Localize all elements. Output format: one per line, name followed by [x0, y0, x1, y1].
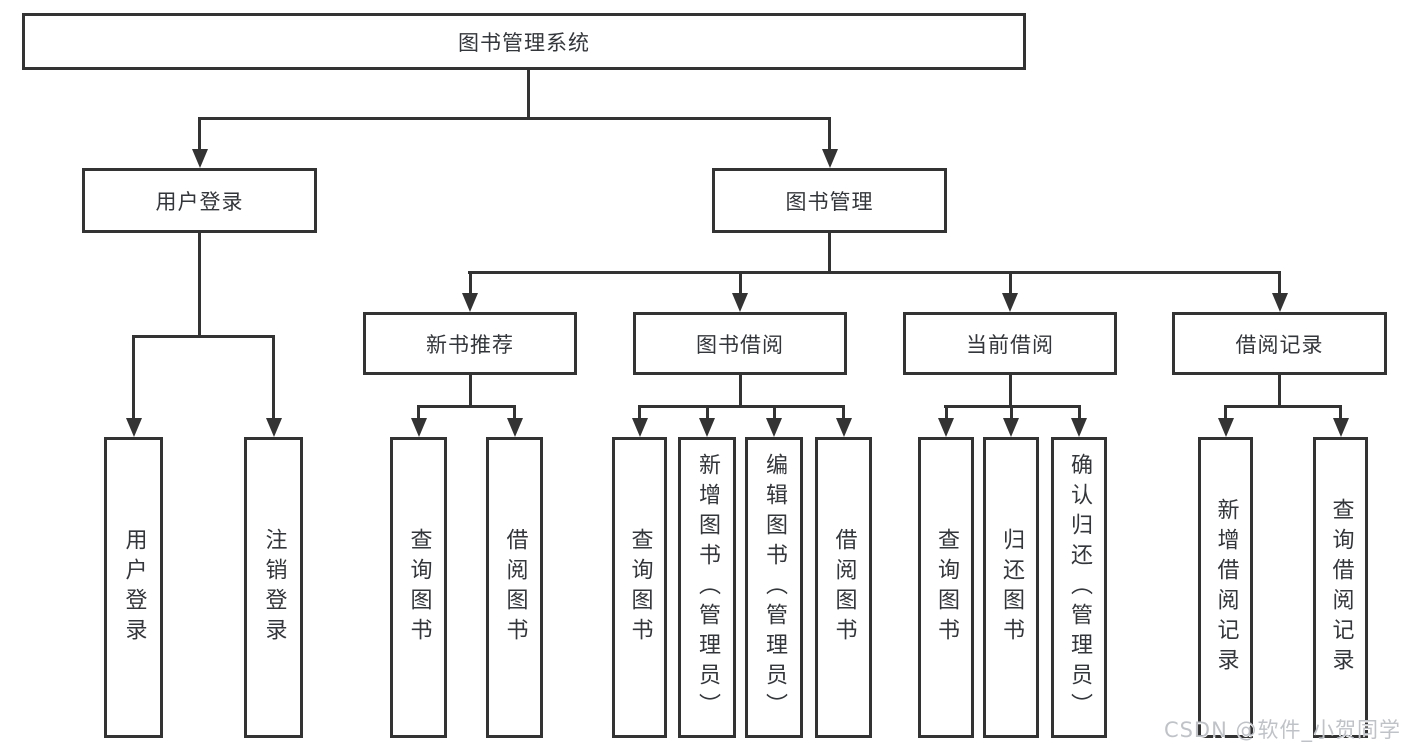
connector-line	[1278, 273, 1281, 296]
connector-line	[828, 233, 831, 274]
connector-arrowhead	[1002, 293, 1018, 312]
connector-arrowhead	[1271, 293, 1288, 312]
connector-arrowhead	[410, 418, 427, 437]
connector-line	[272, 337, 275, 421]
connector-arrowhead	[835, 418, 852, 437]
connector-line	[198, 117, 831, 120]
connector-line	[772, 407, 776, 421]
node-user-login: 用户登录	[82, 168, 317, 233]
node-book-borrowing: 图书借阅	[633, 312, 847, 375]
connector-line	[1224, 405, 1342, 408]
connector-line	[468, 375, 472, 408]
connector-line	[1339, 407, 1342, 421]
node-book-management: 图书管理	[712, 168, 947, 233]
connector-arrowhead	[125, 418, 142, 437]
connector-line	[944, 407, 948, 421]
connector-arrowhead	[1003, 418, 1019, 437]
node-current-borrowing: 当前借阅	[903, 312, 1117, 375]
leaf-br-query-record: 查询借阅记录	[1313, 437, 1368, 738]
connector-line	[132, 337, 135, 421]
connector-line	[132, 335, 275, 338]
leaf-cb-query-books: 查询图书	[918, 437, 974, 738]
leaf-cb-return-books: 归还图书	[983, 437, 1039, 738]
connector-arrowhead	[506, 418, 523, 437]
connector-line	[705, 407, 709, 421]
connector-line	[417, 407, 420, 421]
connector-line	[1008, 375, 1012, 408]
connector-line	[828, 119, 831, 152]
leaf-br-add-record: 新增借阅记录	[1198, 437, 1253, 738]
node-new-book-recommendation: 新书推荐	[363, 312, 577, 375]
connector-arrowhead	[191, 149, 208, 168]
connector-arrowhead	[631, 418, 648, 437]
connector-arrowhead	[699, 418, 715, 437]
connector-line	[527, 70, 530, 119]
leaf-cb-confirm-return-admin: 确认归还（管理员）	[1051, 437, 1107, 738]
connector-line	[638, 407, 641, 421]
connector-line	[198, 119, 201, 152]
leaf-bb-add-book-admin: 新增图书（管理员）	[678, 437, 736, 738]
connector-line	[842, 407, 845, 421]
connector-line	[198, 232, 201, 338]
connector-line	[468, 273, 472, 296]
connector-line	[738, 375, 742, 408]
connector-arrowhead	[732, 293, 748, 312]
connector-arrowhead	[265, 418, 282, 437]
connector-arrowhead	[1217, 418, 1234, 437]
leaf-nbr-borrow-books: 借阅图书	[486, 437, 543, 738]
leaf-bb-query-books: 查询图书	[612, 437, 667, 738]
connector-arrowhead	[462, 293, 478, 312]
node-root: 图书管理系统	[22, 13, 1026, 70]
connector-line	[638, 405, 845, 408]
node-borrowing-records: 借阅记录	[1172, 312, 1387, 375]
connector-line	[1224, 407, 1227, 421]
connector-line	[944, 405, 1081, 408]
connector-line	[1009, 407, 1013, 421]
connector-line	[1077, 407, 1081, 421]
leaf-bb-borrow-books: 借阅图书	[815, 437, 872, 738]
connector-arrowhead	[766, 418, 782, 437]
leaf-logout: 注销登录	[244, 437, 303, 738]
connector-arrowhead	[1332, 418, 1349, 437]
leaf-bb-edit-book-admin: 编辑图书（管理员）	[745, 437, 803, 738]
connector-line	[738, 273, 742, 296]
connector-line	[513, 407, 516, 421]
connector-arrowhead	[821, 149, 838, 168]
leaf-user-login: 用户登录	[104, 437, 163, 738]
connector-line	[417, 405, 516, 408]
connector-arrowhead	[1071, 418, 1087, 437]
leaf-nbr-query-books: 查询图书	[390, 437, 447, 738]
connector-line	[468, 271, 1281, 274]
connector-line	[1008, 273, 1012, 296]
connector-arrowhead	[938, 418, 954, 437]
watermark: CSDN @软件_小贺同学	[1163, 718, 1401, 742]
connector-line	[1278, 375, 1281, 408]
